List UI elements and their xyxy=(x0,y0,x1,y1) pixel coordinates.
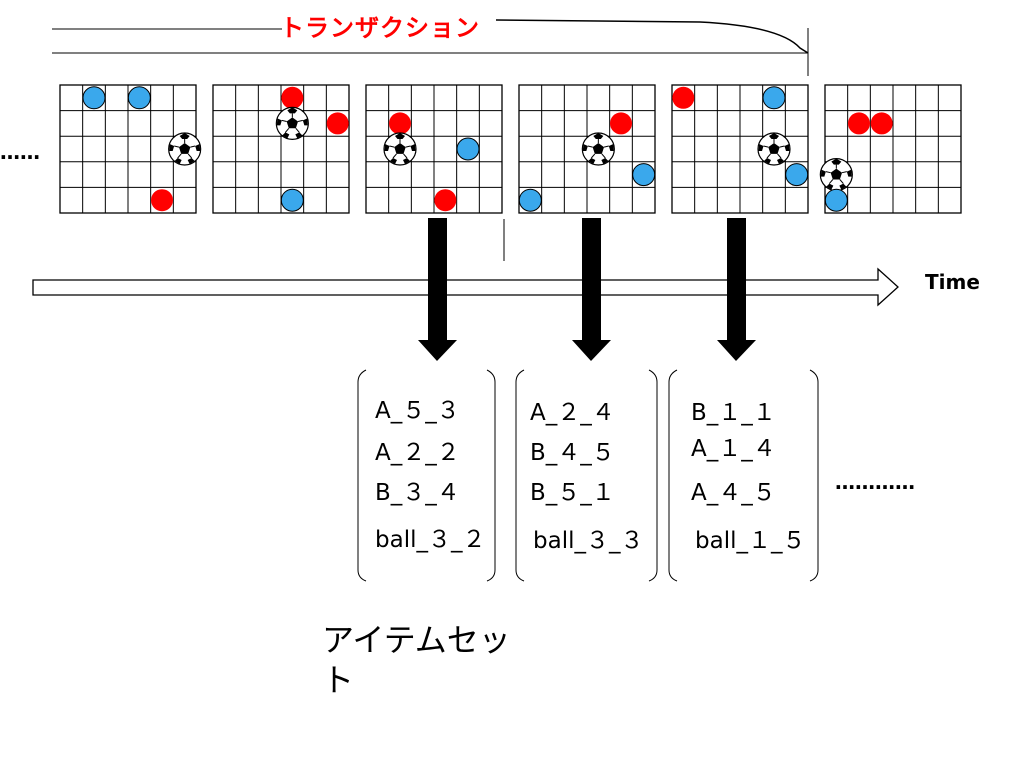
soccer-ball-icon xyxy=(581,132,615,166)
itemset-3-item-3: A_４_５ xyxy=(691,480,776,506)
team-a-player xyxy=(326,112,349,135)
field-grid xyxy=(824,84,962,214)
itemset-3-item-4: ball_１_５ xyxy=(695,528,806,554)
itemset-1-item-4: ball_３_２ xyxy=(375,527,486,553)
itemset-bracket-2 xyxy=(515,369,658,582)
soccer-ball-icon xyxy=(757,132,791,166)
team-b-player xyxy=(82,86,106,110)
team-a-player xyxy=(672,86,695,109)
itemset-2-item-4: ball_３_３ xyxy=(533,528,644,554)
itemset-1-item-2: A_２_２ xyxy=(375,440,460,466)
team-a-player xyxy=(848,112,870,135)
itemset-1-item-1: A_５_３ xyxy=(375,398,460,424)
team-a-player xyxy=(389,112,411,135)
frame-1 xyxy=(59,84,202,214)
team-a-player xyxy=(281,86,304,109)
team-b-player xyxy=(762,86,786,110)
team-a-player xyxy=(870,112,893,135)
time-axis-label: Time xyxy=(925,270,980,294)
team-a-player xyxy=(434,189,457,212)
itemset-2-item-3: B_５_１ xyxy=(530,480,615,506)
soccer-ball-icon xyxy=(383,132,417,166)
itemset-3-item-1: B_１_１ xyxy=(691,400,776,426)
time-axis-arrow xyxy=(32,267,899,307)
itemset-2-item-1: A_２_４ xyxy=(530,400,615,426)
frame-4 xyxy=(518,84,656,214)
team-a-player xyxy=(151,189,173,212)
frame-6 xyxy=(819,84,962,214)
team-b-player xyxy=(127,86,151,110)
field-grid xyxy=(212,84,350,214)
frame-5 xyxy=(671,84,809,214)
transaction-label: トランザクション xyxy=(280,14,480,42)
transaction-bracket xyxy=(52,19,809,76)
soccer-ball-icon xyxy=(275,106,309,140)
frame-row xyxy=(59,84,962,214)
team-b-player xyxy=(824,188,848,212)
soccer-ball-icon xyxy=(168,132,202,166)
down-arrow-3 xyxy=(717,218,756,361)
team-b-player xyxy=(456,137,480,161)
down-arrow-2 xyxy=(572,218,611,361)
ellipsis-right: ………… xyxy=(835,470,915,494)
team-b-player xyxy=(785,163,809,187)
itemset-3-item-2: A_１_４ xyxy=(691,436,776,462)
frame-2 xyxy=(212,84,350,214)
itemset-2-item-2: B_４_５ xyxy=(530,440,615,466)
soccer-ball-icon xyxy=(819,158,853,192)
team-b-player xyxy=(632,163,656,187)
team-a-player xyxy=(610,112,632,135)
itemset-bracket-1 xyxy=(357,369,496,582)
itemset-1-item-3: B_３_４ xyxy=(375,480,460,506)
team-b-player xyxy=(518,188,542,212)
team-b-player xyxy=(280,188,304,212)
frame-3 xyxy=(365,84,503,214)
ellipsis-left: …… xyxy=(0,140,40,164)
itemset-label: アイテムセット xyxy=(322,621,511,699)
down-arrow-1 xyxy=(418,218,457,361)
itemset-bracket-3 xyxy=(668,369,819,582)
